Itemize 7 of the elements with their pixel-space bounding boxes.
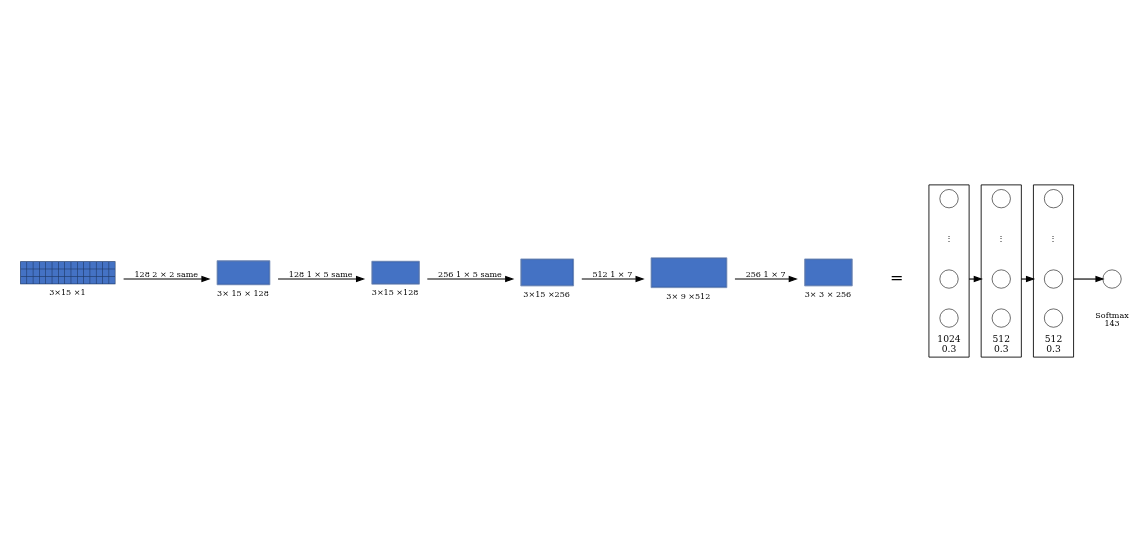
node-label: 0.3 [993,342,1009,354]
node-label: 1024 [937,332,961,343]
label: = [890,267,904,287]
node-label: 0.3 [941,342,957,354]
node-label: 512 [1044,332,1063,343]
node-label: 0.3 [1046,342,1061,354]
node-label: 512 [992,332,1011,343]
